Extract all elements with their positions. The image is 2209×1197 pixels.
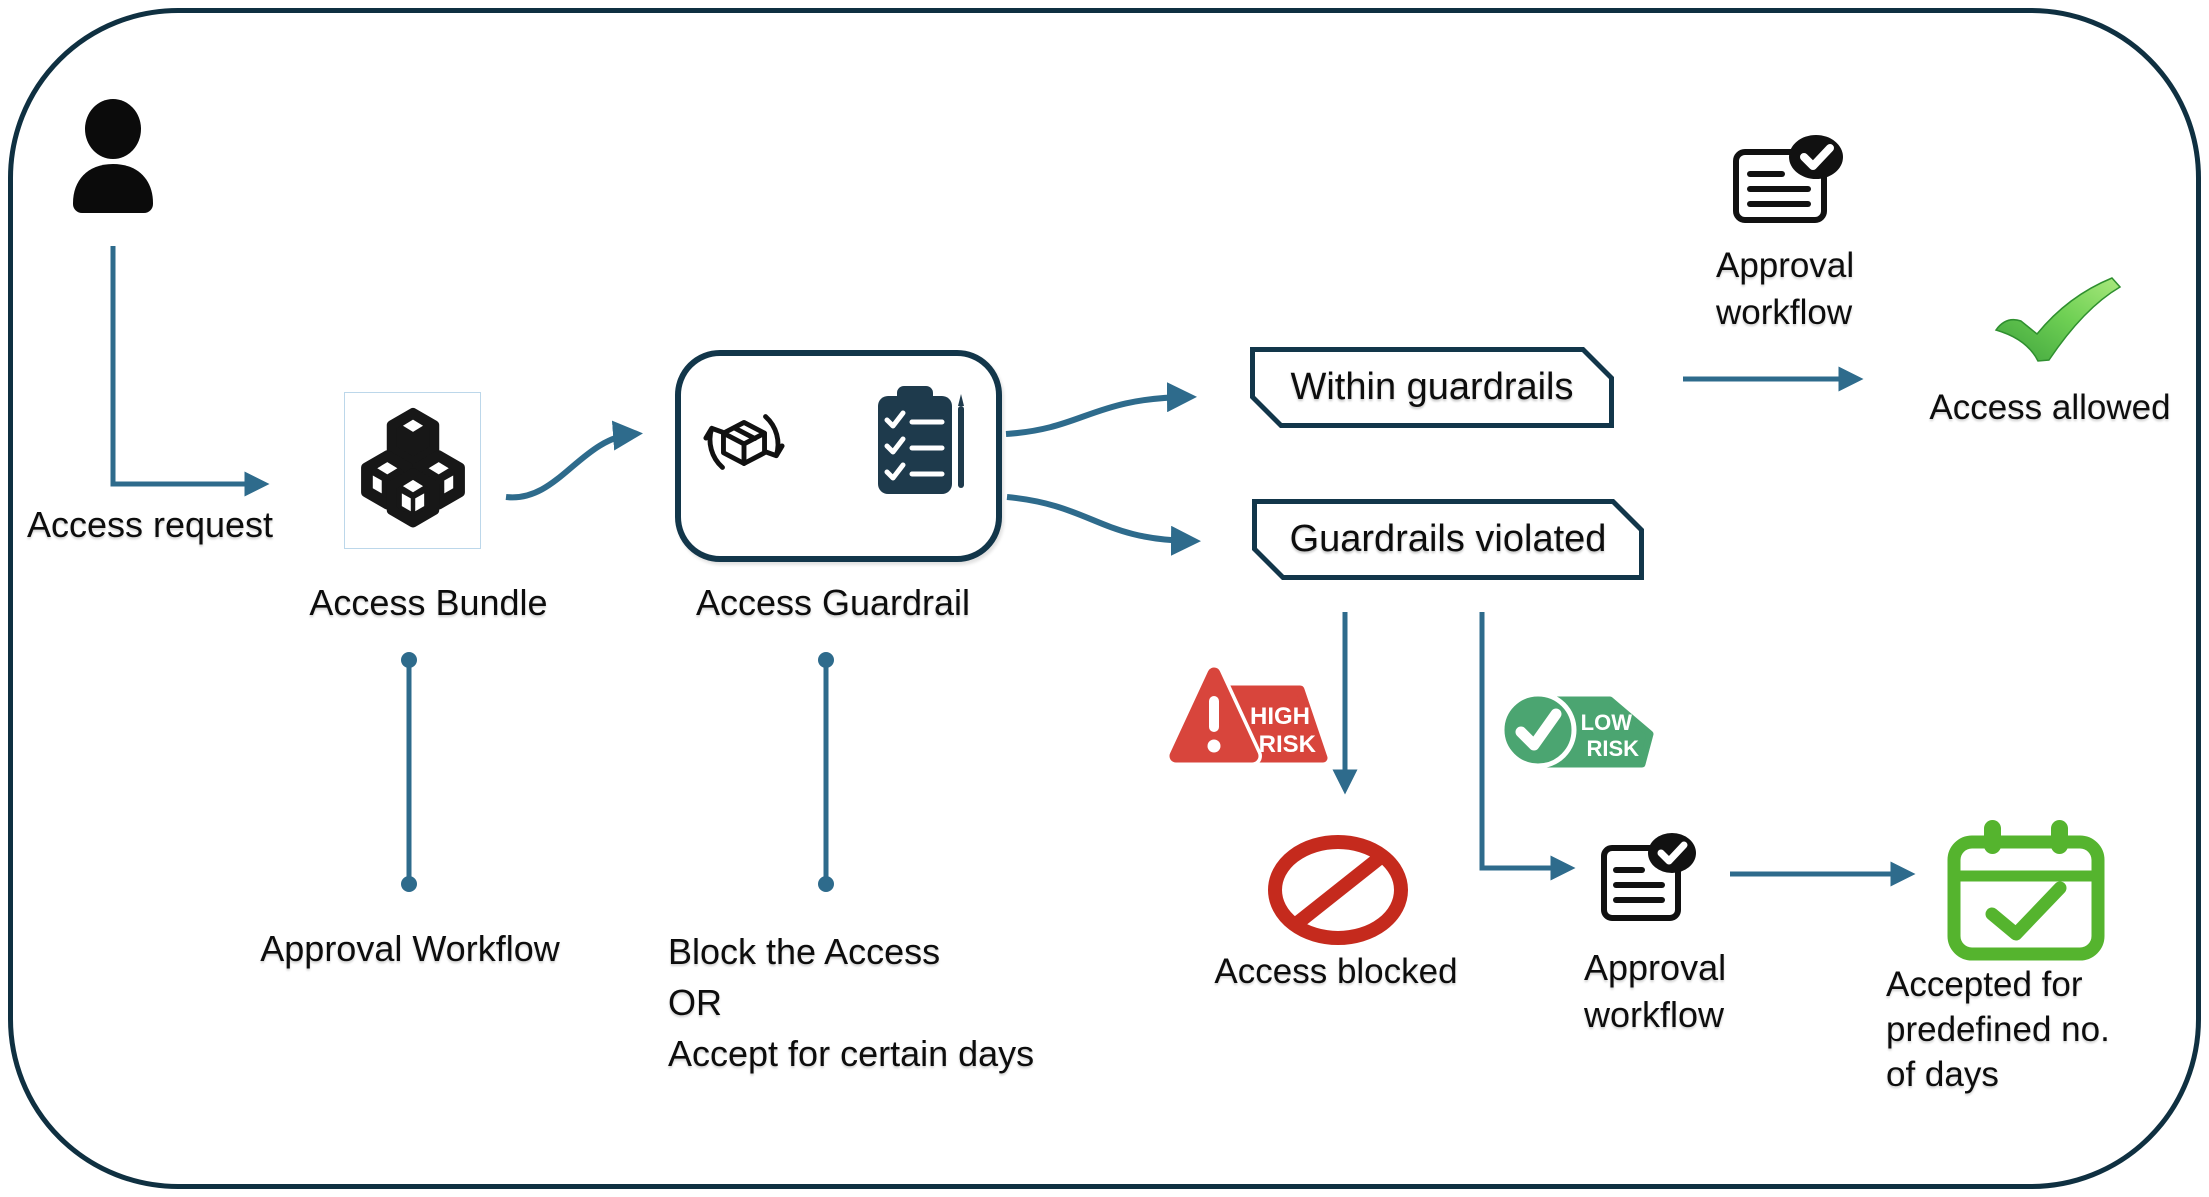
connector-dot <box>401 876 417 892</box>
package-sync-icon <box>703 414 785 470</box>
arrow-guardrail-to-within <box>1005 382 1197 437</box>
arrow-violated-to-approval <box>1479 612 1576 881</box>
high-risk-badge-icon: HIGH RISK <box>1166 664 1328 766</box>
low-risk-text-line2: RISK <box>1586 736 1639 761</box>
connector-dot <box>818 876 834 892</box>
approval-workflow-top-label: Approval workflow <box>1716 246 1855 332</box>
access-request-label: Access request <box>26 504 274 545</box>
access-blocked-label: Access blocked <box>1214 952 1458 991</box>
high-risk-text-line2: RISK <box>1259 731 1317 758</box>
stacked-cubes-icon <box>360 407 465 527</box>
approval-workflow-bottom-label: Approval workflow <box>1584 947 1727 1035</box>
access-bundle-tile <box>344 392 481 549</box>
guardrails-violated-label: Guardrails violated <box>1289 518 1607 560</box>
green-3d-checkmark-icon <box>1994 277 2122 362</box>
bundle-note-label: Approval Workflow <box>260 928 560 969</box>
connector-dot <box>818 652 834 668</box>
calendar-check-icon <box>1947 820 2105 961</box>
high-risk-text-line1: HIGH <box>1250 703 1310 730</box>
arrow-bundle-to-guardrail <box>505 420 643 501</box>
access-guardrail-label: Access Guardrail <box>695 582 971 623</box>
guardrails-violated-box: Guardrails violated <box>1252 499 1644 580</box>
approval-workflow-bottom-icon <box>1601 833 1696 921</box>
access-bundle-label: Access Bundle <box>309 582 548 623</box>
diagram-border <box>8 8 2201 1189</box>
access-allowed-label: Access allowed <box>1929 388 2171 427</box>
guardrail-note-label: Block the Access OR Accept for certain d… <box>668 931 1035 1074</box>
user-icon <box>73 99 153 213</box>
low-risk-badge-icon: LOW RISK <box>1499 691 1654 769</box>
within-guardrails-label: Within guardrails <box>1290 366 1574 408</box>
approval-workflow-top-icon <box>1733 135 1843 223</box>
checklist-clipboard-icon <box>878 386 964 494</box>
connector-dot <box>401 652 417 668</box>
accepted-days-label: Accepted for predefined no. of days <box>1886 965 2110 1094</box>
arrow-request-to-bundle <box>110 246 270 497</box>
low-risk-text-line1: LOW <box>1581 710 1633 735</box>
arrow-guardrail-to-violated <box>1006 494 1201 556</box>
within-guardrails-box: Within guardrails <box>1250 347 1614 428</box>
no-entry-icon <box>1268 835 1408 945</box>
